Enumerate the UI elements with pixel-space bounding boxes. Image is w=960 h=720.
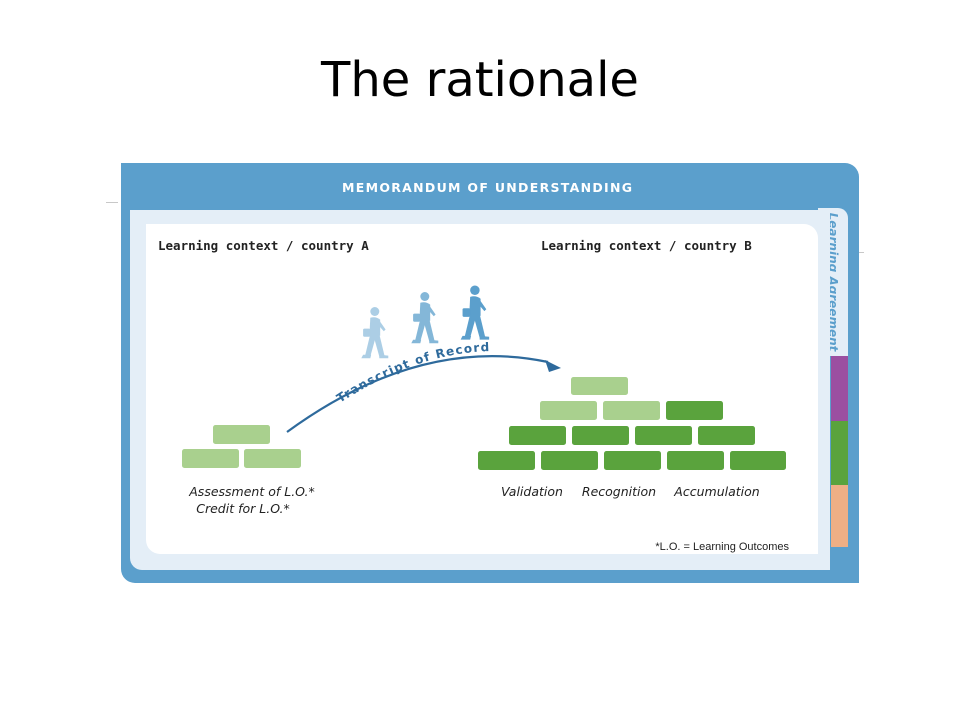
brick [572, 426, 629, 445]
right-divider-line [858, 252, 864, 253]
context-b-label: Learning context / country B [541, 238, 752, 253]
transcript-arc-label: Transcript of Record [334, 340, 491, 405]
brick [571, 377, 628, 395]
green-side-tab [831, 421, 848, 485]
brick [698, 426, 755, 445]
memorandum-title: MEMORANDUM OF UNDERSTANDING [342, 180, 634, 195]
caption-assessment: Assessment of L.O.* [189, 484, 315, 499]
caption-validation: Validation [501, 484, 563, 499]
peach-side-tab [831, 485, 848, 547]
brick [603, 401, 660, 420]
brick-pile-a [182, 425, 301, 468]
caption-accumulation: Accumulation [674, 484, 760, 499]
brick [478, 451, 535, 470]
slide-title: The rationale [321, 52, 639, 108]
brick [604, 451, 661, 470]
footnote: *L.O. = Learning Outcomes [655, 541, 789, 553]
brick-pile-b [478, 377, 786, 470]
walker-figure-2 [411, 292, 439, 344]
purple-side-tab [831, 356, 848, 421]
context-a-label: Learning context / country A [158, 238, 369, 253]
brick [509, 426, 566, 445]
caption-recognition: Recognition [581, 484, 657, 499]
brick [213, 425, 270, 444]
transcript-arrowhead [545, 360, 561, 372]
walker-figure-3 [460, 285, 490, 340]
brick [635, 426, 692, 445]
brick [540, 401, 597, 420]
inner-context-panel [146, 224, 818, 554]
walker-figure-1 [361, 307, 389, 359]
brick [667, 451, 724, 470]
brick [541, 451, 598, 470]
left-divider-line [106, 202, 118, 203]
transcript-arc-path [286, 355, 549, 433]
brick [244, 449, 301, 468]
brick [182, 449, 239, 468]
brick [730, 451, 786, 470]
brick [666, 401, 723, 420]
caption-credit: Credit for L.O.* [196, 501, 290, 516]
